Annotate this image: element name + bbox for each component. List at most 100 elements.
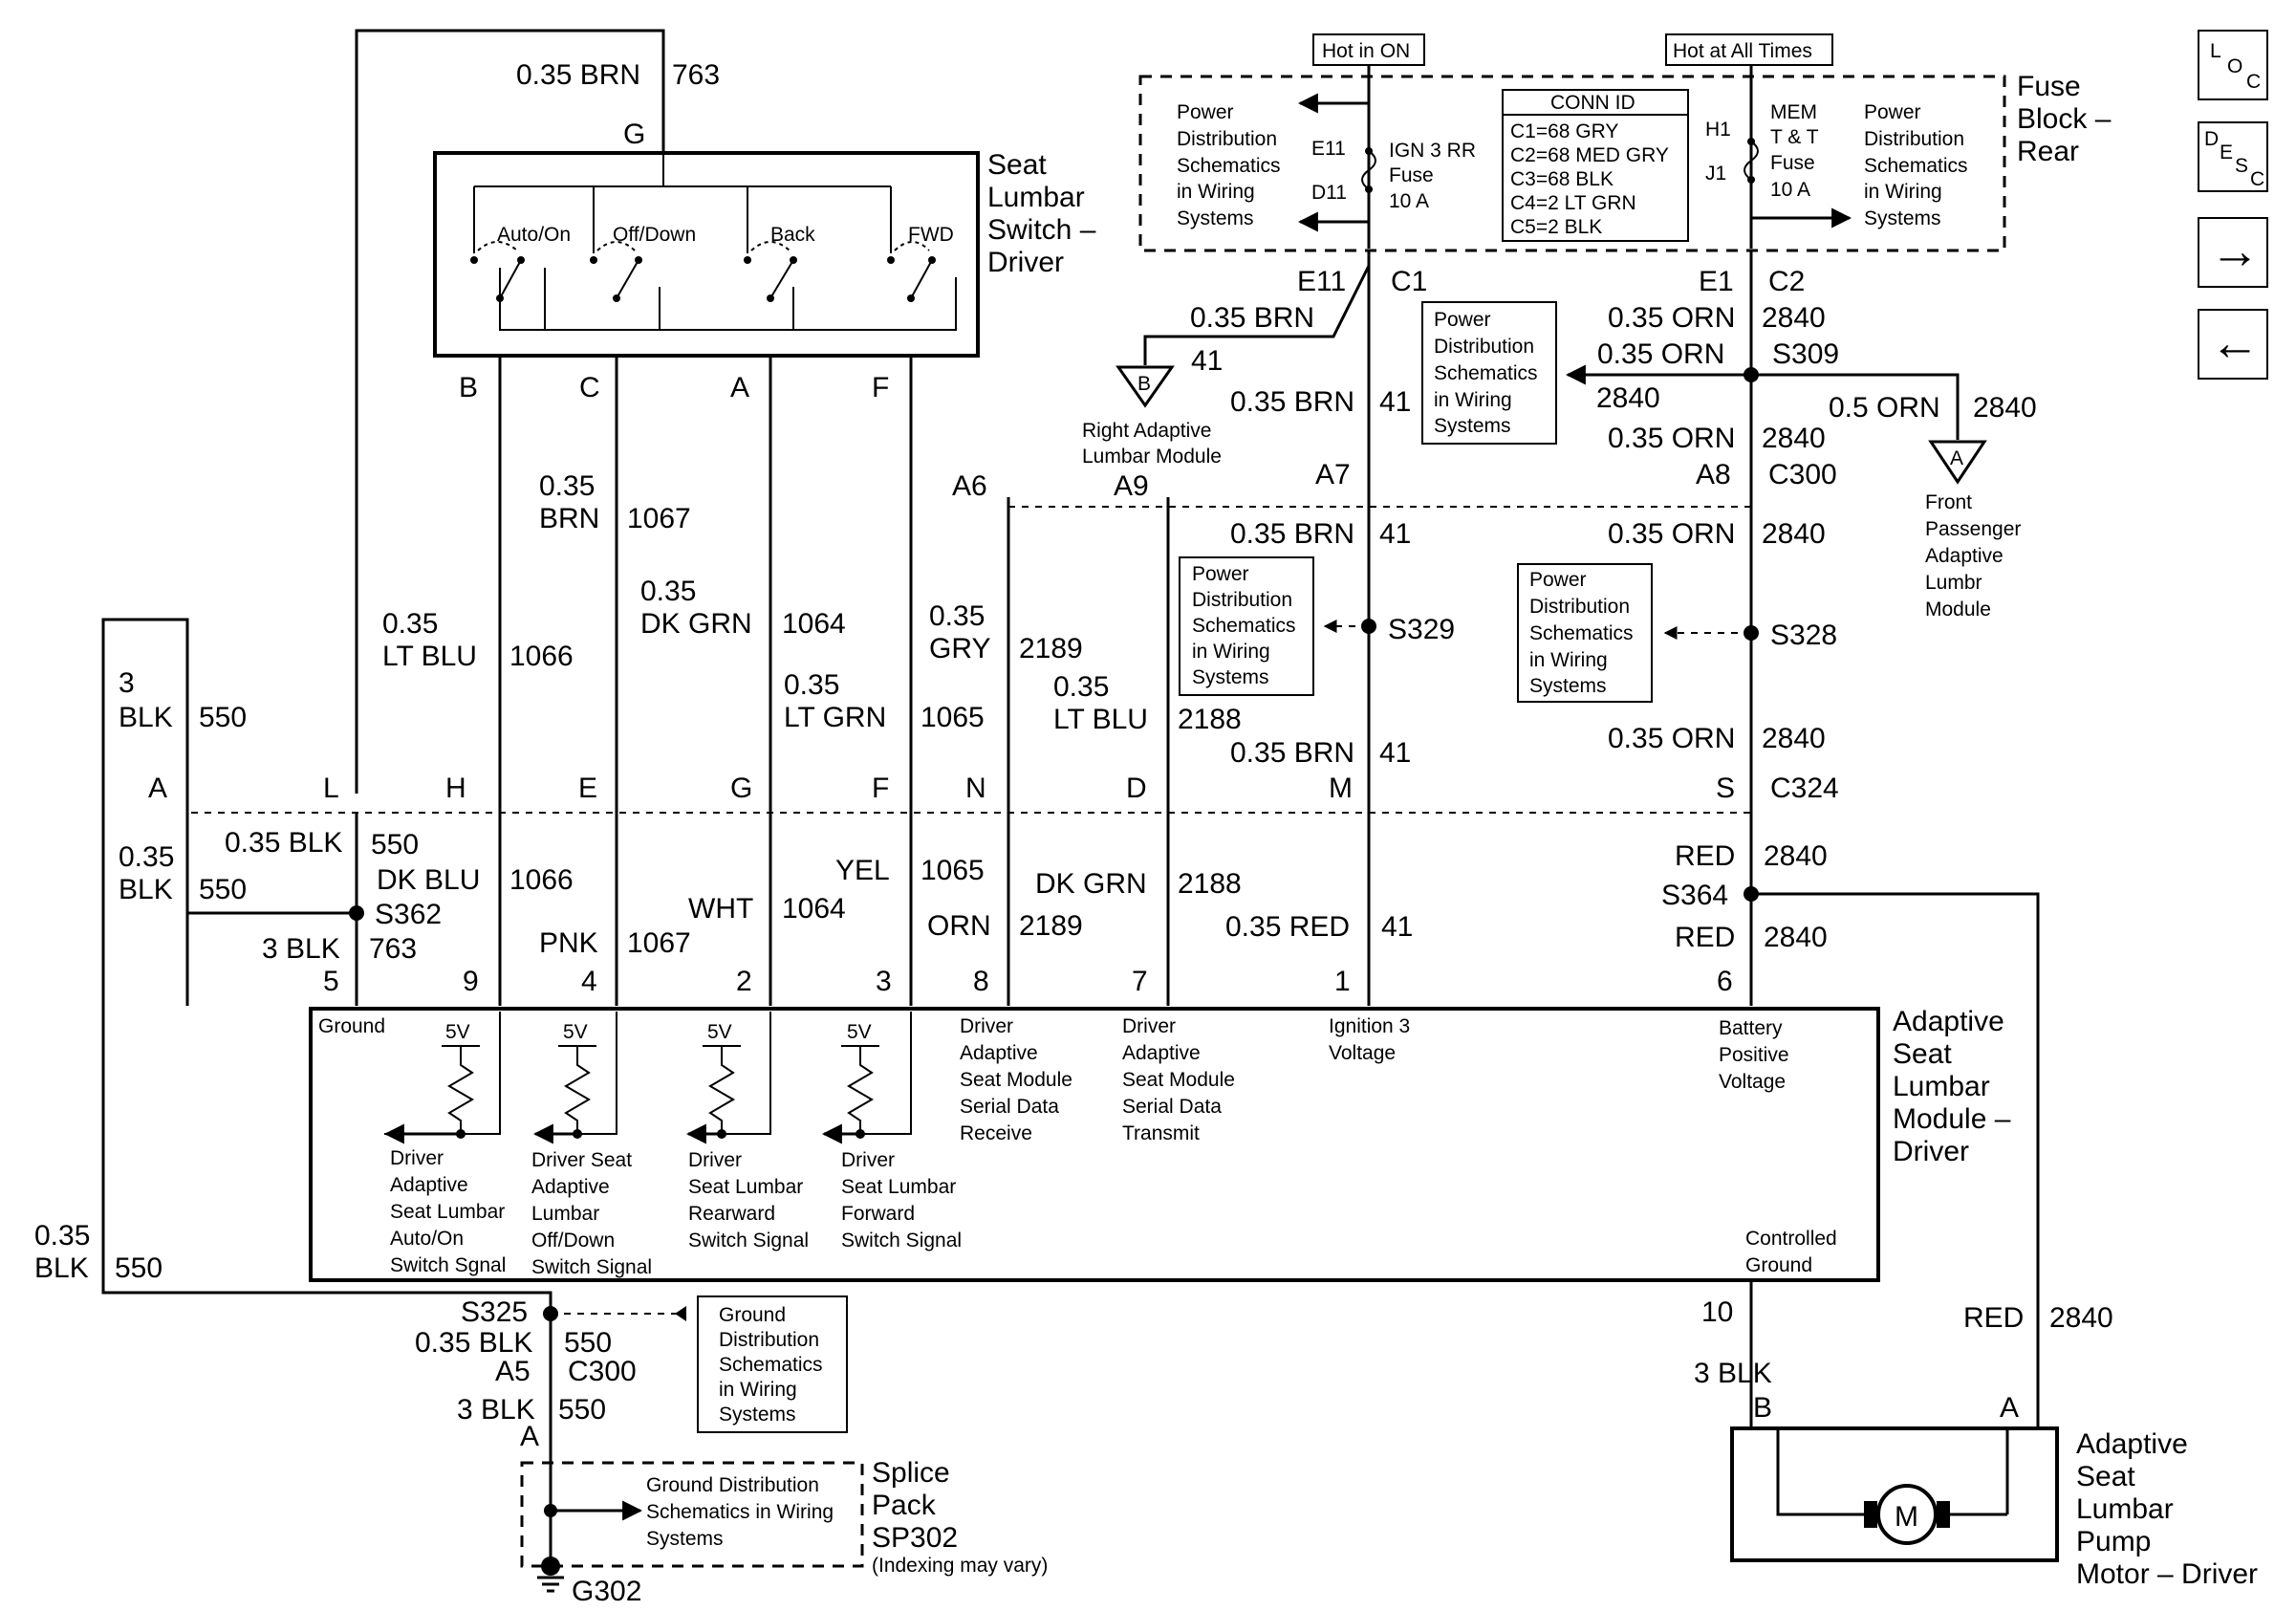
batt-3: Voltage bbox=[1719, 1071, 1786, 1093]
ign-fuse-2: Fuse bbox=[1389, 164, 1434, 186]
seat-lumbar-switch: Seat Lumbar Switch – Driver Auto/On Off/… bbox=[433, 119, 1096, 403]
w1064low-num: 1064 bbox=[782, 893, 846, 925]
switch-title-3: Switch – bbox=[987, 214, 1096, 246]
desc-e: E bbox=[2220, 142, 2233, 163]
module-title-3: Lumbar bbox=[1893, 1071, 1990, 1102]
sig2-3: Lumbar bbox=[531, 1203, 599, 1225]
module-pin-4: 4 bbox=[581, 966, 597, 997]
c324-pin-a: A bbox=[148, 773, 167, 804]
sig4-3: Forward bbox=[841, 1203, 915, 1225]
module-title-4: Module – bbox=[1893, 1103, 2011, 1135]
switch-pin-c: C bbox=[579, 372, 600, 403]
c324-pin-h: H bbox=[445, 773, 466, 804]
gds-s325-3: Schematics bbox=[719, 1354, 823, 1376]
switch-title-2: Lumbar bbox=[987, 182, 1085, 213]
switch-pos-back: Back bbox=[770, 224, 815, 246]
w550s-c: 550 bbox=[199, 874, 247, 905]
offpage-a-label-4: Lumbr bbox=[1925, 572, 1982, 594]
pds-left-3: Schematics bbox=[1177, 155, 1281, 177]
w-motor-gnd-color: 3 BLK bbox=[1694, 1358, 1772, 1389]
pds-right-5: Systems bbox=[1864, 207, 1941, 229]
w2840a-num: 2840 bbox=[1762, 302, 1826, 334]
rx-1: Driver bbox=[960, 1015, 1013, 1037]
fuse-term-e11: E11 bbox=[1311, 138, 1346, 160]
w41-red-num: 41 bbox=[1381, 911, 1413, 943]
next-page-button[interactable]: → bbox=[2198, 217, 2268, 288]
w41-right-color: 0.35 BRN bbox=[1190, 302, 1314, 334]
c300-pin-a9: A9 bbox=[1114, 470, 1149, 502]
w2188-b: LT BLU bbox=[1053, 704, 1148, 735]
w1066-b: LT BLU bbox=[382, 641, 477, 672]
loc-button[interactable]: L O C bbox=[2198, 30, 2268, 100]
switch-pin-b: B bbox=[459, 372, 478, 403]
module-pin-10: 10 bbox=[1701, 1296, 1733, 1328]
w41-main-num: 41 bbox=[1379, 386, 1411, 418]
arrow-left-icon: ← bbox=[2210, 316, 2260, 371]
rx-2: Adaptive bbox=[960, 1042, 1038, 1064]
sig4-2: Seat Lumbar bbox=[841, 1176, 956, 1198]
v5-label-4: 5V bbox=[847, 1021, 872, 1043]
wire-550-splice bbox=[185, 813, 357, 915]
c324-pin-s: S bbox=[1716, 773, 1735, 804]
batt-1: Battery bbox=[1719, 1017, 1783, 1039]
fuse-block-title-2: Block – bbox=[2017, 103, 2112, 135]
pds-left-2: Distribution bbox=[1177, 128, 1277, 150]
wire-763-color: 0.35 BRN bbox=[516, 59, 640, 91]
splice-pack-1: Splice bbox=[872, 1457, 950, 1489]
conn-id-5: C5=2 BLK bbox=[1510, 216, 1602, 238]
offpage-b-triangle bbox=[1116, 365, 1175, 408]
sig3-3: Rearward bbox=[688, 1203, 775, 1225]
module-title-5: Driver bbox=[1893, 1136, 1969, 1167]
w1064-b: DK GRN bbox=[640, 608, 752, 640]
c324-pin-n: N bbox=[965, 773, 986, 804]
desc-c: C bbox=[2250, 168, 2264, 190]
offpage-a-letter: A bbox=[1950, 447, 1963, 469]
sig2-1: Driver Seat bbox=[531, 1149, 632, 1171]
v5-label-3: 5V bbox=[707, 1021, 732, 1043]
desc-button[interactable]: D E S C bbox=[2198, 121, 2268, 192]
sig3-1: Driver bbox=[688, 1149, 742, 1171]
loc-o: O bbox=[2227, 55, 2242, 77]
w41-right-num: 41 bbox=[1191, 345, 1223, 377]
loc-l: L bbox=[2210, 40, 2221, 62]
w2840red2-color: RED bbox=[1675, 922, 1735, 953]
fuse-block-rear: Hot in ON Hot at All Times Power Distrib… bbox=[1138, 33, 2112, 252]
w2188-a: 0.35 bbox=[1053, 671, 1109, 703]
offpage-b-label-2: Lumbar Module bbox=[1082, 446, 1222, 468]
w1065-a: 0.35 bbox=[784, 669, 839, 701]
w550s-a: 0.35 bbox=[119, 841, 174, 873]
splice-pack-note: (Indexing may vary) bbox=[872, 1555, 1048, 1577]
w1065-b: LT GRN bbox=[784, 702, 886, 733]
w2840red3-color: RED bbox=[1963, 1302, 2024, 1334]
w1067-b: BRN bbox=[539, 503, 599, 534]
hot-in-on-label: Hot in ON bbox=[1322, 40, 1410, 62]
w2189low-num: 2189 bbox=[1019, 910, 1083, 942]
conn-id-3: C3=68 BLK bbox=[1510, 168, 1614, 190]
ign-fuse-1: IGN 3 RR bbox=[1389, 140, 1476, 162]
mem-fuse-1: MEM bbox=[1770, 101, 1817, 123]
w41-red-color: 0.35 RED bbox=[1225, 911, 1350, 943]
module-pin-5: 5 bbox=[323, 966, 339, 997]
w550l-num: 550 bbox=[371, 829, 419, 860]
splice-s362-dot bbox=[349, 905, 364, 921]
wire-41-branch bbox=[1143, 265, 1371, 365]
motor-icon bbox=[1876, 1484, 1938, 1545]
w2840red1-num: 2840 bbox=[1764, 840, 1828, 872]
ign-2: Voltage bbox=[1329, 1042, 1396, 1064]
cgnd-1: Controlled bbox=[1745, 1228, 1837, 1250]
rx-5: Receive bbox=[960, 1122, 1032, 1144]
sig1-3: Seat Lumbar bbox=[390, 1201, 505, 1223]
w2189low-color: ORN bbox=[927, 910, 991, 942]
pds-s329-2: Distribution bbox=[1192, 589, 1292, 611]
motor-symbol: M bbox=[1895, 1501, 1918, 1533]
cgnd-2: Ground bbox=[1745, 1254, 1812, 1276]
module-pin-1: 1 bbox=[1334, 966, 1351, 997]
w2189-a: 0.35 bbox=[929, 600, 985, 632]
w1064-c: 1064 bbox=[782, 608, 846, 640]
fuse-out-e1: E1 bbox=[1699, 266, 1734, 297]
sig4-1: Driver bbox=[841, 1149, 895, 1171]
fuse-block-title-1: Fuse bbox=[2017, 71, 2081, 102]
sig2-4: Off/Down bbox=[531, 1230, 615, 1252]
prev-page-button[interactable]: ← bbox=[2198, 309, 2268, 380]
